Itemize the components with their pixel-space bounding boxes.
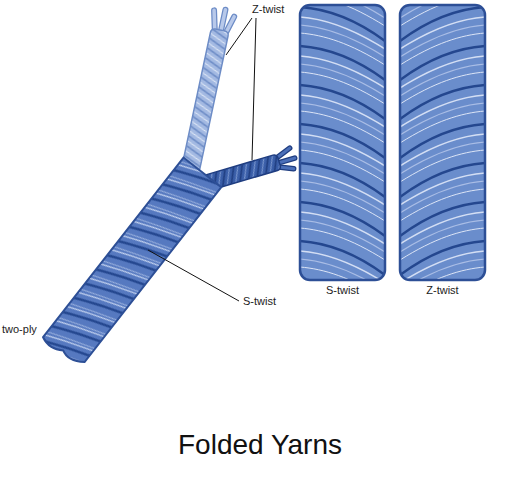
sample-label: Z-twist [426,284,458,297]
callout-label: two-ply [2,323,37,336]
callout-label: Z-twist [252,3,284,16]
s-twist-sample [300,5,385,280]
callout-label: S-twist [243,295,276,308]
caption: Folded Yarns [178,429,342,461]
sample-label: S-twist [326,284,359,297]
z-twist-sample [400,5,485,280]
light-single-yarn [180,7,235,173]
two-ply-yarn [42,158,222,369]
leader-lines [148,18,256,301]
